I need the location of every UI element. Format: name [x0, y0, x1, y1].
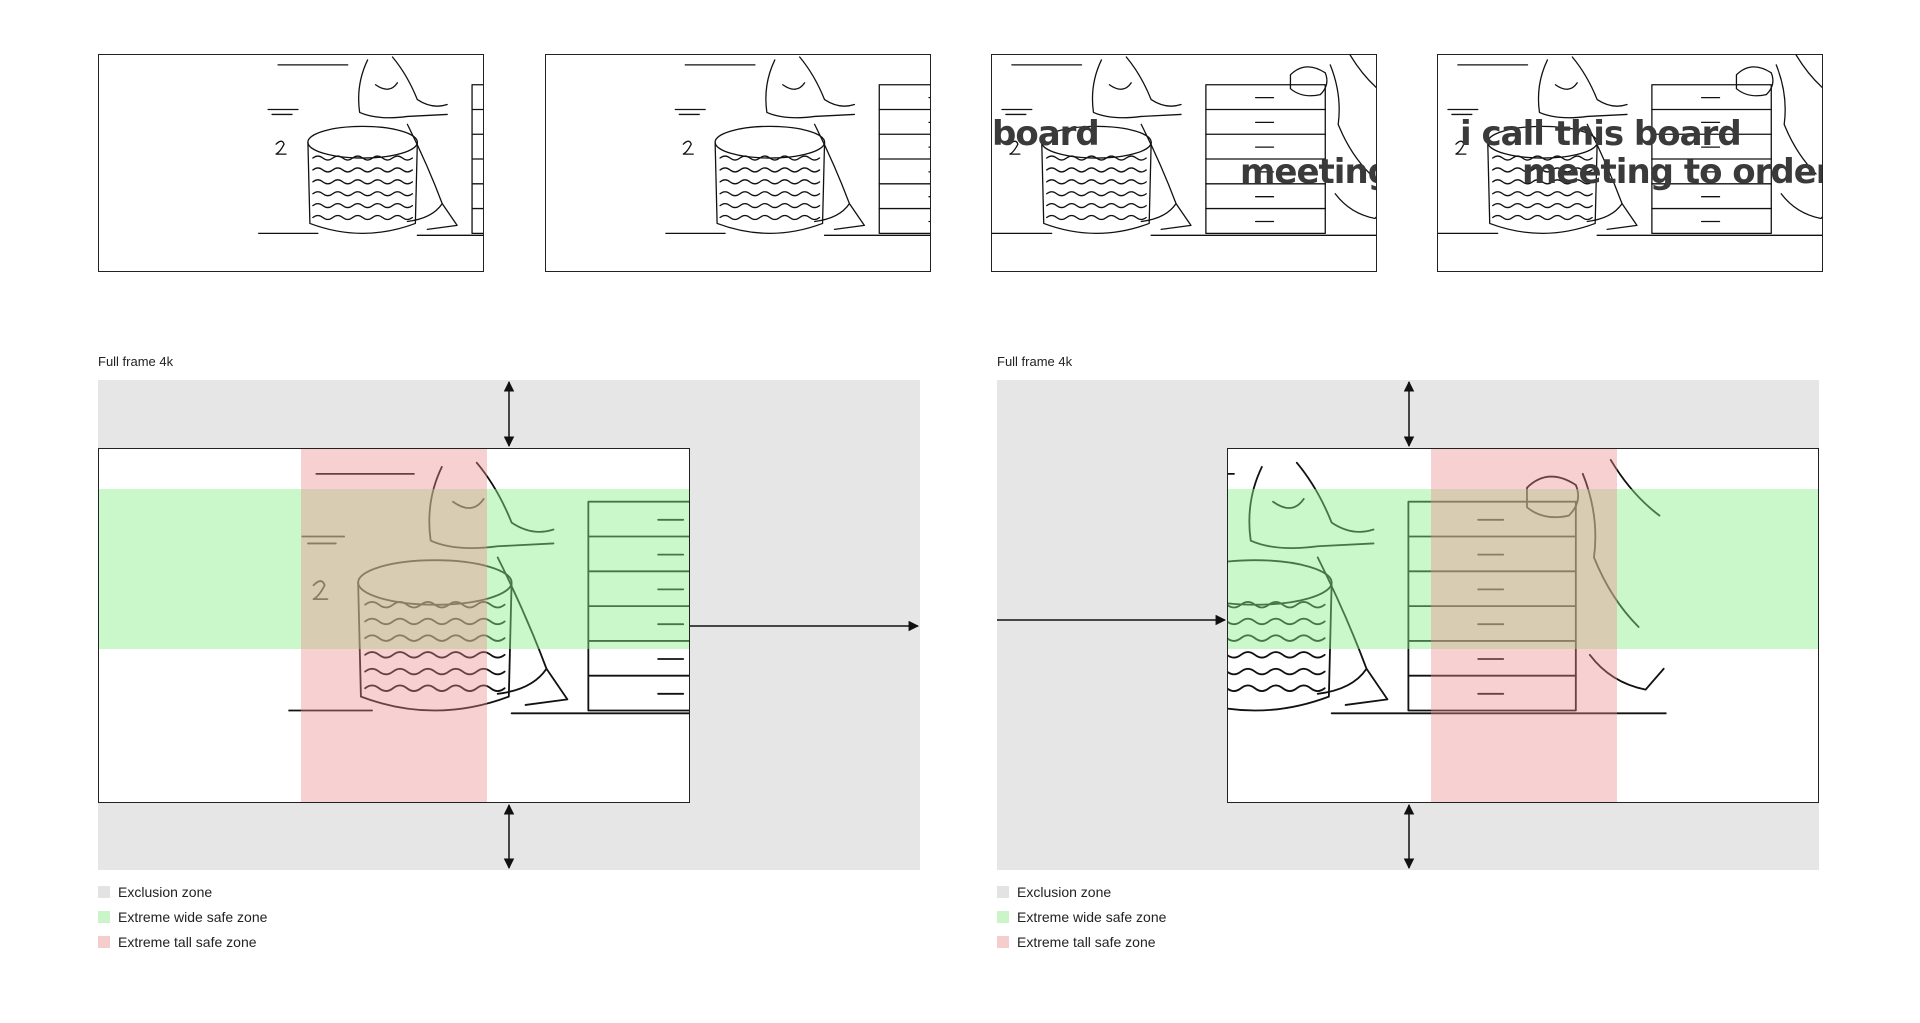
wide-safe-zone-right [1228, 489, 1818, 649]
wide-safe-zone-left [99, 489, 689, 649]
sketch-illustration [258, 55, 483, 236]
legend-item: Extreme wide safe zone [997, 904, 1166, 929]
caption-line-1: board [992, 114, 1100, 154]
legend-label: Extreme wide safe zone [118, 908, 268, 925]
legend-item: Extreme tall safe zone [997, 929, 1166, 954]
legend-right: Exclusion zone Extreme wide safe zone Ex… [997, 879, 1166, 954]
caption-line-2: meeting [1240, 152, 1377, 192]
storyboard-thumb-2 [545, 54, 931, 272]
storyboard-thumb-4: i call this board meeting to order [1437, 54, 1823, 272]
sketch-illustration [665, 55, 930, 236]
legend-item: Extreme wide safe zone [98, 904, 267, 929]
legend-item: Extreme tall safe zone [98, 929, 267, 954]
legend-left: Exclusion zone Extreme wide safe zone Ex… [98, 879, 267, 954]
legend-label: Extreme tall safe zone [1017, 933, 1156, 950]
caption-line-1: i call this board [1460, 114, 1742, 154]
swatch-tall [98, 935, 110, 948]
panel-label-right: Full frame 4k [997, 354, 1073, 369]
storyboard-thumb-1 [98, 54, 484, 272]
caption-line-2: meeting to order [1522, 152, 1823, 192]
storyboard-thumb-3: board meeting [991, 54, 1377, 272]
swatch-tall [997, 935, 1009, 948]
full-frame-left [98, 448, 690, 803]
swatch-wide [997, 910, 1009, 923]
swatch-exclusion [98, 885, 110, 898]
swatch-wide [98, 910, 110, 923]
tall-safe-zone-right [1431, 449, 1617, 802]
legend-item: Exclusion zone [997, 879, 1166, 904]
legend-label: Exclusion zone [1017, 883, 1112, 900]
swatch-exclusion [997, 885, 1009, 898]
full-frame-right [1227, 448, 1819, 803]
legend-label: Extreme tall safe zone [118, 933, 257, 950]
legend-item: Exclusion zone [98, 879, 267, 904]
panel-label-left: Full frame 4k [98, 354, 174, 369]
legend-label: Exclusion zone [118, 883, 213, 900]
legend-label: Extreme wide safe zone [1017, 908, 1167, 925]
tall-safe-zone-left [301, 449, 487, 802]
